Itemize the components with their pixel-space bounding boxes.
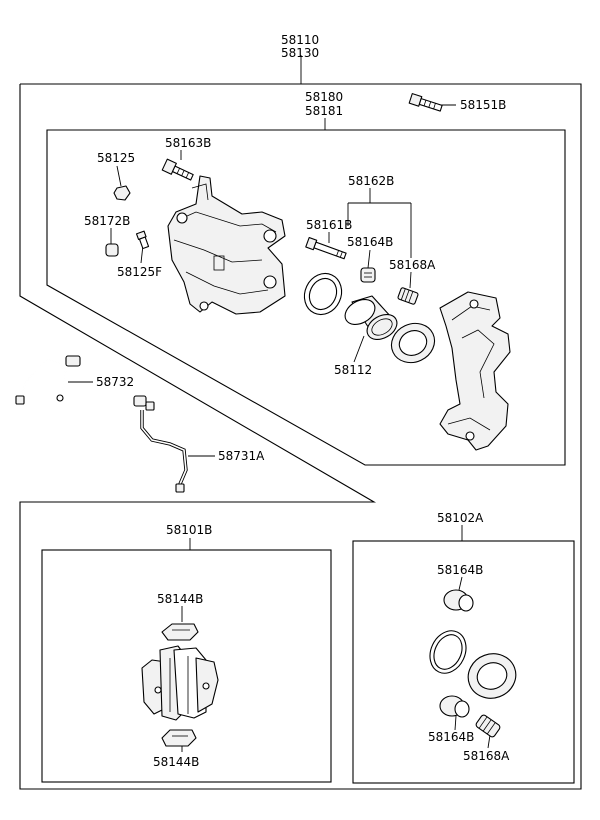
label-pad-shim-top: 58144B	[157, 592, 203, 606]
label-caliper-assy-alt: 58130	[281, 46, 319, 60]
bleeder-cap	[113, 185, 131, 201]
caliper-mounting-bracket	[439, 291, 511, 451]
label-kit-sleeve: 58168A	[463, 749, 510, 763]
label-caliper-body: 58180	[305, 90, 343, 104]
piston	[344, 295, 398, 340]
label-pad-shim-bottom: 58144B	[153, 755, 199, 769]
caliper-body-frame	[46, 129, 566, 466]
label-seal-kit: 58162B	[348, 174, 394, 188]
kit-boot-top	[443, 589, 474, 612]
assembly-frame	[19, 83, 582, 790]
piston-seal-ring	[303, 272, 343, 316]
bleeder-screw	[135, 230, 150, 250]
brake-hose-a	[133, 395, 188, 493]
caliper-body	[167, 175, 286, 315]
label-guide-bolt: 58151B	[460, 98, 506, 112]
repair-kit-frame	[352, 540, 575, 784]
kit-seal-ring	[429, 630, 467, 674]
boot-sleeve	[397, 287, 419, 305]
guide-pin	[305, 237, 347, 260]
label-brake-hose: 58732	[96, 375, 134, 389]
label-bleeder-screw: 58125F	[117, 265, 162, 279]
kit-dust-boot	[467, 653, 517, 699]
label-caliper-assy: 58110	[281, 33, 319, 47]
label-kit-boot-top: 58164B	[437, 563, 483, 577]
leader-lines	[68, 55, 491, 752]
label-brake-hose-a: 58731A	[218, 449, 265, 463]
bleeder-cap-b	[105, 243, 119, 257]
piston-dust-boot	[390, 322, 436, 364]
label-bleeder-cap-b: 58172B	[84, 214, 130, 228]
boot-upper	[360, 267, 376, 283]
guide-rod-bolt	[161, 158, 194, 181]
label-piston: 58112	[334, 363, 372, 377]
brake-pad-set	[141, 645, 219, 721]
pad-shim-top	[161, 623, 199, 641]
label-kit-boot-bottom: 58164B	[428, 730, 474, 744]
kit-boot-bottom	[439, 695, 470, 718]
label-bleeder-cap: 58125	[97, 151, 135, 165]
label-caliper-body-alt: 58181	[305, 104, 343, 118]
label-repair-kit: 58102A	[437, 511, 484, 525]
kit-sleeve	[475, 714, 501, 738]
label-pad-kit: 58101B	[166, 523, 212, 537]
brake-hose	[15, 355, 81, 405]
pad-kit-frame	[41, 549, 332, 783]
label-boot-upper: 58164B	[347, 235, 393, 249]
label-guide-rod-bolt: 58163B	[165, 136, 211, 150]
label-guide-pin: 58161B	[306, 218, 352, 232]
label-boot-sleeve: 58168A	[389, 258, 436, 272]
pad-shim-bottom	[161, 729, 197, 747]
guide-bolt	[408, 93, 443, 112]
